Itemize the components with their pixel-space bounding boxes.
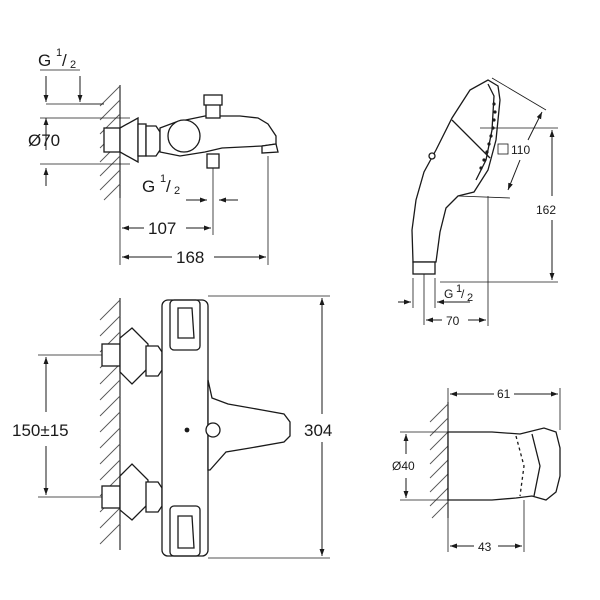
dim-thread-top: G 1 / 2 — [38, 47, 104, 105]
dim-thread-shower: G 1 / 2 — [398, 278, 473, 308]
dim-61-label: 61 — [497, 387, 511, 401]
control-handle — [167, 119, 201, 153]
dim-107: 107 — [119, 198, 214, 265]
wall-connector — [103, 127, 121, 153]
dim-70: 70 — [426, 196, 489, 328]
escutcheon — [119, 116, 139, 164]
dim-diameter-40: Ø40 — [392, 431, 448, 501]
thread-top-base: G — [38, 51, 51, 70]
top-handle-grip — [177, 307, 195, 339]
top-handle — [169, 299, 201, 351]
thread-bottom-den: 2 — [174, 185, 180, 197]
wall-holder-view: 61 Ø40 43 — [392, 387, 561, 554]
dim-thread-bottom: G 1 / 2 — [142, 173, 238, 203]
hex-nut — [145, 125, 161, 157]
side-view-mixer: G 1 / 2 Ø70 G 1 / 2 107 — [28, 47, 279, 267]
wall-hatch-holder — [429, 402, 449, 519]
dim-diameter-70: Ø70 — [28, 117, 130, 186]
spout-front — [207, 379, 291, 471]
fraction-slash-3: / — [461, 287, 465, 301]
dim-150-label: 150±15 — [12, 421, 69, 440]
shower-face-inner — [451, 119, 491, 159]
holder-body — [447, 427, 561, 501]
thread-bottom-num: 1 — [160, 173, 166, 185]
bottom-handle-grip — [177, 515, 195, 549]
diverter-knob — [205, 103, 221, 119]
upper-hex-nut — [145, 345, 163, 377]
dim-110: 110 — [457, 77, 547, 199]
square-symbol — [497, 143, 509, 155]
dim-304: 304 — [208, 295, 332, 559]
shower-button — [428, 152, 436, 160]
hand-shower-view: 110 162 G 1 / 2 70 — [398, 77, 558, 328]
bottom-handle — [169, 505, 201, 557]
spray-nozzles — [479, 102, 497, 170]
lower-escutcheon — [119, 463, 149, 521]
front-view-mixer: 150±15 304 — [12, 295, 332, 559]
shower-rim — [475, 83, 495, 181]
thread-shower-num: 1 — [456, 283, 462, 295]
dim-150: 150±15 — [12, 354, 102, 498]
thread-shower-den: 2 — [467, 292, 473, 304]
dim-304-label: 304 — [304, 421, 332, 440]
nut — [137, 123, 147, 157]
indicator-dot — [184, 427, 190, 433]
thread-top-num: 1 — [56, 47, 62, 59]
holder-cradle-edge — [531, 433, 541, 497]
fraction-slash: / — [62, 51, 67, 70]
thread-bottom-base: G — [142, 177, 155, 196]
dim-168-label: 168 — [176, 248, 204, 267]
dim-43-label: 43 — [478, 540, 492, 554]
wall-hatch-bottom-left — [99, 298, 121, 550]
dim-162-label: 162 — [536, 203, 556, 217]
dim-61: 61 — [447, 387, 561, 430]
upper-escutcheon — [119, 327, 149, 385]
dim-43: 43 — [447, 500, 525, 554]
thread-top-den: 2 — [70, 59, 76, 71]
diameter-40-label: Ø40 — [392, 459, 415, 473]
diverter-cap — [203, 94, 223, 106]
outlet-circle — [205, 422, 221, 438]
holder-hidden-line — [515, 435, 525, 497]
dim-70-label: 70 — [446, 314, 460, 328]
hand-shower-body — [411, 79, 501, 263]
dim-107-label: 107 — [148, 219, 176, 238]
thread-shower-base: G — [444, 287, 453, 301]
shower-outlet — [206, 153, 220, 169]
dim-168: 168 — [122, 156, 269, 267]
spout-outlet — [261, 143, 279, 154]
dim-162: 162 — [440, 127, 558, 283]
dim-110-label: 110 — [511, 143, 530, 157]
fraction-slash-2: / — [166, 177, 171, 196]
shower-connector — [412, 261, 436, 275]
lower-hex-nut — [145, 481, 163, 513]
diameter-label: Ø70 — [28, 131, 60, 150]
lower-connector — [101, 485, 121, 509]
upper-connector — [101, 343, 121, 367]
